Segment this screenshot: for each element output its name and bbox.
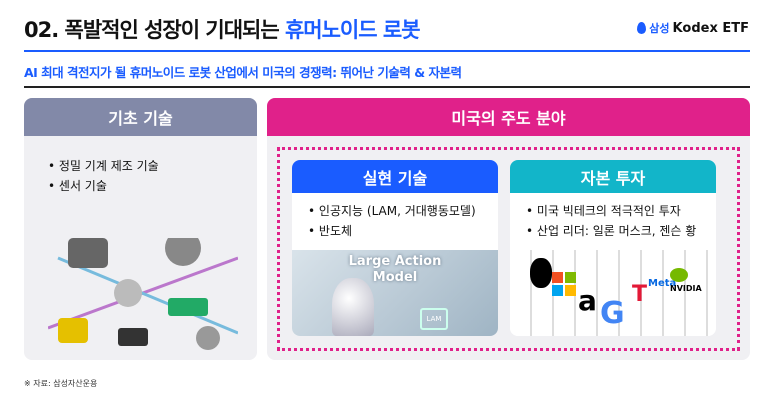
- tech-card: 실현 기술 인공지능 (LAM, 거대행동모델) 반도체 Large Actio…: [292, 160, 498, 336]
- microsoft-logo-icon: [552, 272, 576, 296]
- page-title: 02. 폭발적인 성장이 기대되는 휴머노이드 로봇: [24, 18, 421, 42]
- list-item: 인공지능 (LAM, 거대행동모델): [308, 201, 498, 221]
- location-pin-icon: [637, 22, 647, 34]
- list-item: 산업 리더: 일론 머스크, 젠슨 황: [526, 221, 716, 241]
- source-note: ※ 자료: 삼성자산운용: [24, 379, 98, 388]
- bullet-list: 미국 빅테크의 적극적인 투자 산업 리더: 일론 머스크, 젠슨 황: [510, 193, 716, 241]
- tesla-logo-icon: T: [632, 282, 648, 307]
- apple-logo-icon: [530, 258, 552, 288]
- list-item: 정밀 기계 제조 기술: [48, 156, 257, 176]
- google-logo-icon: G: [600, 296, 625, 331]
- bullet-list: 정밀 기계 제조 기술 센서 기술: [24, 136, 257, 196]
- list-item: 센서 기술: [48, 176, 257, 196]
- robot-icon: [332, 278, 374, 336]
- card-header: 실현 기술: [292, 160, 498, 193]
- basic-tech-panel: 기초 기술 정밀 기계 제조 기술 센서 기술: [24, 98, 257, 360]
- divider: [24, 86, 750, 88]
- amazon-logo-icon: a: [578, 284, 597, 317]
- list-item: 반도체: [308, 221, 498, 241]
- subtitle: AI 최대 격전지가 될 휴머노이드 로봇 산업에서 미국의 경쟁력: 뛰어난 …: [24, 65, 462, 80]
- bigtech-logos-image: a G T Meta NVIDIA: [510, 250, 716, 336]
- panel-header: 기초 기술: [24, 98, 257, 136]
- dotted-frame: [277, 147, 740, 351]
- meta-logo-icon: Meta: [648, 278, 677, 289]
- mechanical-parts-image: [48, 238, 238, 350]
- divider: [24, 50, 750, 52]
- list-item: 미국 빅테크의 적극적인 투자: [526, 201, 716, 221]
- panel-header: 미국의 주도 분야: [267, 98, 750, 136]
- bullet-list: 인공지능 (LAM, 거대행동모델) 반도체: [292, 193, 498, 241]
- card-header: 자본 투자: [510, 160, 716, 193]
- chip-icon: LAM: [420, 308, 448, 330]
- capital-card: 자본 투자 미국 빅테크의 적극적인 투자 산업 리더: 일론 머스크, 젠슨 …: [510, 160, 716, 336]
- nvidia-logo-icon: NVIDIA: [670, 268, 702, 293]
